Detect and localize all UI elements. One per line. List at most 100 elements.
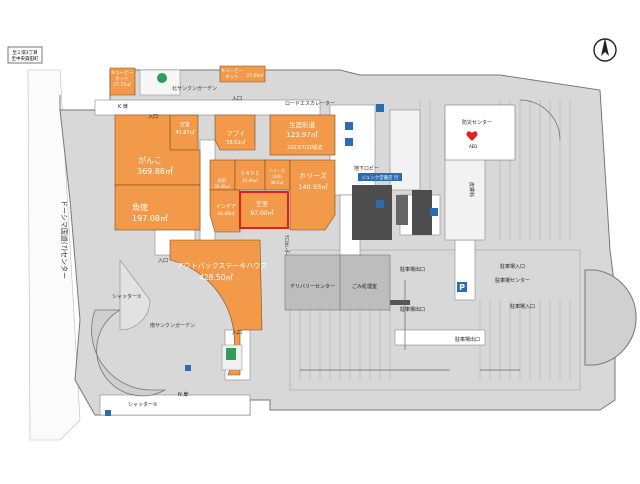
svg-text:駐車場出口: 駐車場出口 — [455, 336, 480, 343]
driveway-arrows — [300, 99, 561, 371]
tree-icon — [157, 73, 167, 83]
tenant-harizu[interactable]: ハリーズ (2/4) 36.4㎡ — [264, 159, 291, 191]
svg-text:K 扉: K 扉 — [118, 103, 128, 110]
svg-text:インデア: インデア — [216, 203, 236, 210]
svg-text:ロードエスカレーター: ロードエスカレーター — [285, 100, 335, 107]
svg-text:38.46㎡: 38.46㎡ — [214, 183, 229, 189]
tenant-name: キューピー — [111, 70, 134, 76]
svg-text:地下ロビー: 地下ロビー — [354, 165, 379, 172]
svg-text:防災センター: 防災センター — [462, 119, 492, 126]
tenant-kewpie-nw[interactable]: キューピー ホット 27.55㎡ — [109, 67, 136, 96]
svg-text:駐車場出口: 駐車場出口 — [400, 306, 425, 313]
svg-text:97.00㎡: 97.00㎡ — [250, 209, 273, 217]
tenant-horizu[interactable]: ホリーズ 140.93㎡ — [289, 159, 336, 231]
svg-text:197.08㎡: 197.08㎡ — [132, 214, 168, 223]
svg-text:アプイ: アプイ — [227, 131, 245, 138]
svg-text:1 4 0 1: 1 4 0 1 — [241, 171, 259, 177]
svg-text:デリバリーセンター: デリバリーセンター — [290, 283, 335, 290]
svg-text:ごみ処理室: ごみ処理室 — [352, 283, 377, 290]
svg-text:駐車場入口: 駐車場入口 — [510, 303, 535, 310]
tenant-kewpie-n[interactable]: キューピー ホット 27.00㎡ — [219, 65, 266, 83]
svg-text:南サンクンガーデン: 南サンクンガーデン — [150, 322, 195, 329]
svg-text:N 扉: N 扉 — [178, 391, 188, 398]
svg-text:魚徳: 魚徳 — [132, 202, 148, 212]
toilet-icon — [345, 122, 353, 130]
svg-text:(2/4): (2/4) — [272, 174, 282, 179]
svg-text:27.00㎡: 27.00㎡ — [246, 72, 264, 79]
svg-text:がんこ: がんこ — [138, 155, 162, 165]
toilet-icons — [105, 104, 438, 416]
svg-text:光彩: 光彩 — [218, 177, 227, 184]
elevator-icon — [345, 138, 353, 146]
direction-notice: 至ミ環3丁目 至中央森田町 — [7, 46, 43, 64]
svg-text:AED: AED — [469, 144, 477, 149]
svg-text:キューピー: キューピー — [221, 68, 244, 74]
room-labels: デリバリーセンター ごみ処理室 駐車場入口 駐車場入口 駐車場出口 駐車場出口 … — [290, 182, 535, 343]
svg-text:ホット: ホット — [225, 74, 239, 80]
svg-text:シャッター②: シャッター② — [128, 401, 158, 408]
tenant-india[interactable]: インデア 44.00㎡ — [209, 189, 241, 233]
svg-text:ハリーズ: ハリーズ — [269, 167, 285, 173]
svg-text:生涯彩道: 生涯彩道 — [289, 120, 316, 129]
tree-icon — [226, 348, 236, 360]
parking-p-icon: P — [457, 282, 467, 292]
svg-text:入口: 入口 — [158, 258, 168, 264]
tenant-vacant-1[interactable]: 空室 47.87㎡ — [169, 114, 199, 151]
gate-labels: K 扉 N 扉 入口 入口 入口 入口 シャッター① シャッター② ﾁｴｽｶﾚｰ… — [112, 96, 379, 408]
street-west: ドーシマ国道(?)センター — [27, 69, 81, 441]
svg-text:アウトバックステーキハウス: アウトバックステーキハウス — [177, 262, 268, 270]
svg-text:入口: 入口 — [232, 96, 242, 102]
svg-text:27.55㎡: 27.55㎡ — [113, 81, 131, 88]
street-west-label: ドーシマ国道(?)センター — [60, 200, 69, 279]
aed-heart-icon — [466, 131, 478, 141]
svg-text:P: P — [459, 283, 465, 292]
elevator-icon — [430, 208, 438, 216]
tenant-uotoku[interactable]: 魚徳 197.08㎡ — [114, 184, 201, 231]
north-arrow-icon — [593, 38, 617, 62]
tenant-seimei[interactable]: 生涯彩道 123.97㎡ 2023/7/20退去 — [269, 114, 336, 156]
notice-line-2: 至中央森田町 — [12, 55, 39, 62]
sunken-garden-north: 北サンクンガーデン — [139, 69, 217, 96]
tenant-outback[interactable]: アウトバックステーキハウス 428.50㎡ — [169, 239, 268, 376]
tenant-1401[interactable]: 1 4 0 1 45.60㎡ — [234, 159, 266, 191]
tenant-vacant-2[interactable]: 空室 97.00㎡ — [239, 191, 289, 229]
svg-text:36.4㎡: 36.4㎡ — [271, 179, 284, 185]
svg-text:45.60㎡: 45.60㎡ — [242, 177, 257, 183]
svg-text:駐車場出口: 駐車場出口 — [400, 266, 425, 273]
bousai-center: 防災センター AED — [444, 104, 516, 161]
svg-text:ホリーズ: ホリーズ — [299, 171, 327, 180]
tenant-apui[interactable]: アプイ 58.52㎡ — [214, 114, 256, 151]
curved-plaza — [91, 259, 167, 397]
service-cores — [352, 185, 432, 305]
svg-text:入口: 入口 — [232, 330, 242, 336]
svg-text:空室: 空室 — [256, 200, 268, 208]
svg-text:58.52㎡: 58.52㎡ — [226, 139, 245, 146]
svg-text:入口: 入口 — [148, 114, 158, 120]
tenant-kosai[interactable]: 光彩 38.46㎡ — [209, 159, 236, 191]
service-rooms — [284, 119, 501, 311]
svg-text:369.88㎡: 369.88㎡ — [137, 167, 173, 176]
svg-text:駐車場センター: 駐車場センター — [495, 277, 530, 284]
svg-text:シャッター①: シャッター① — [112, 293, 142, 300]
svg-text:47.87㎡: 47.87㎡ — [175, 129, 194, 136]
wheelchair-icon — [376, 104, 384, 112]
svg-text:北サンクンガーデン: 北サンクンガーデン — [172, 85, 217, 92]
sunken-garden-south: 南サンクンガーデン — [150, 322, 243, 371]
svg-text:駐車場入口: 駐車場入口 — [500, 263, 525, 270]
wheelchair-icon — [376, 200, 384, 208]
svg-text:428.50㎡: 428.50㎡ — [199, 273, 233, 282]
svg-text:2023/7/20退去: 2023/7/20退去 — [287, 144, 323, 151]
svg-text:空室: 空室 — [180, 121, 190, 128]
svg-text:ﾁｴｽｶﾚｰﾀｰ: ﾁｴｽｶﾚｰﾀｰ — [283, 235, 289, 256]
notice-line-1: 至ミ環3丁目 — [12, 50, 37, 56]
svg-text:ホット: ホット — [115, 76, 129, 82]
svg-text:140.93㎡: 140.93㎡ — [298, 182, 328, 191]
junku-sign: ジュンク堂書店 行 — [358, 173, 402, 181]
svg-text:123.97㎡: 123.97㎡ — [286, 131, 318, 139]
svg-text:ジュンク堂書店 行: ジュンク堂書店 行 — [361, 174, 399, 181]
svg-text:皮膚科: 皮膚科 — [468, 182, 475, 197]
wheelchair-icon — [185, 365, 191, 371]
svg-text:44.00㎡: 44.00㎡ — [217, 210, 235, 217]
